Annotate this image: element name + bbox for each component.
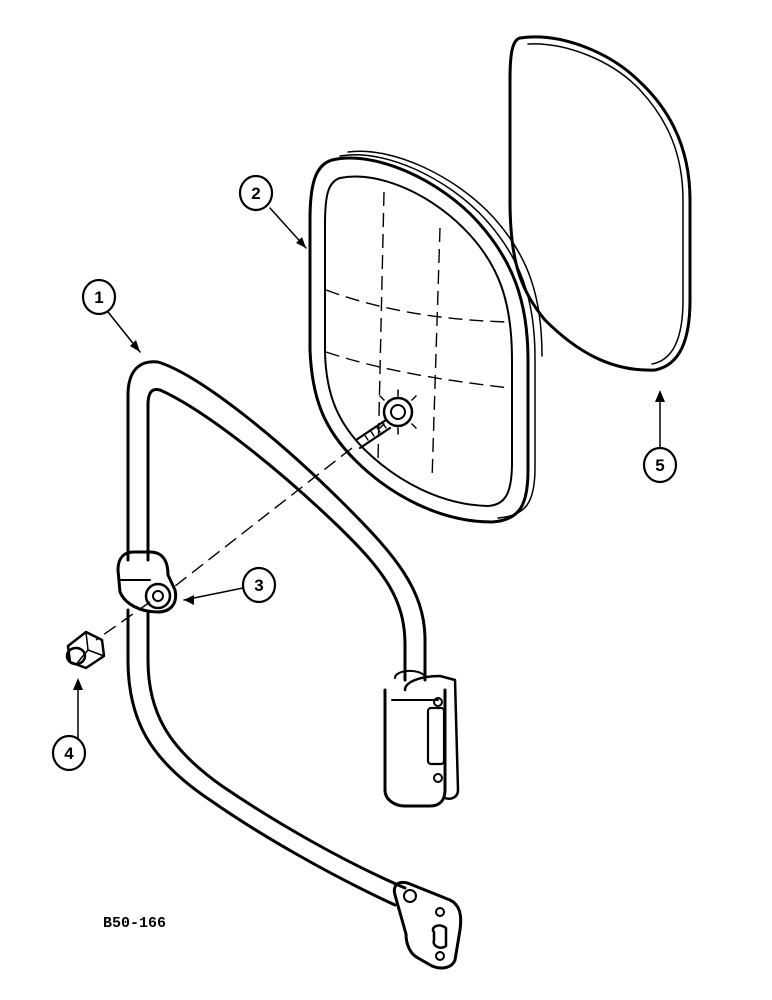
callout-1: 1 (81, 278, 117, 316)
svg-text:5: 5 (655, 456, 664, 475)
mirror-head-part-2 (308, 150, 543, 524)
callout-3: 3 (241, 566, 277, 604)
leader-lines (73, 207, 665, 739)
mirror-arm-part-1 (126, 360, 463, 970)
callout-4: 4 (51, 734, 87, 772)
mirror-glass-part-5 (508, 35, 692, 372)
svg-text:3: 3 (254, 576, 263, 595)
callout-2: 2 (238, 174, 274, 212)
svg-text:1: 1 (94, 288, 103, 307)
svg-text:2: 2 (251, 184, 260, 203)
cap-nut-part-4 (65, 630, 106, 670)
reference-code: B50-166 (103, 915, 166, 932)
svg-text:4: 4 (64, 744, 74, 763)
clamp-part-3 (116, 550, 178, 614)
callout-5: 5 (642, 446, 678, 484)
